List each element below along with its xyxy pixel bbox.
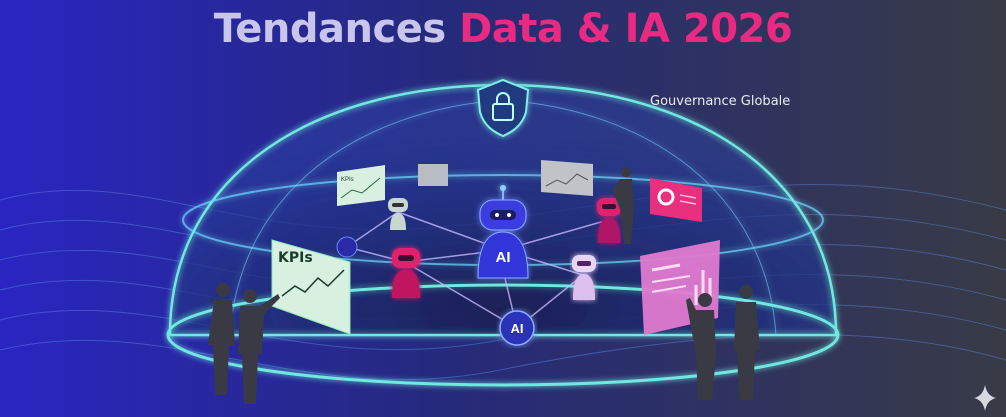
kpi-panel-small: KPIs bbox=[337, 165, 385, 206]
ai-main-label: AI bbox=[496, 249, 511, 266]
robot-icon: AI bbox=[477, 185, 529, 279]
robot-icon bbox=[392, 248, 420, 298]
sparkle-icon bbox=[974, 385, 996, 411]
title-part2: Data & IA 2026 bbox=[459, 6, 793, 52]
line-chart-panel bbox=[541, 160, 593, 196]
governance-label: Gouvernance Globale bbox=[650, 94, 791, 109]
robot-icon bbox=[572, 255, 596, 300]
lock-shield-icon bbox=[476, 78, 530, 138]
ai-node-label: AI bbox=[511, 321, 524, 336]
kpi-large-label: KPIs bbox=[278, 250, 313, 266]
people-right bbox=[612, 167, 760, 400]
robot-icon bbox=[388, 198, 408, 230]
kpi-panel-large: KPIs bbox=[271, 239, 351, 335]
people-left bbox=[208, 283, 280, 404]
network-node bbox=[336, 236, 358, 258]
robot-icon bbox=[597, 198, 621, 243]
donut-card bbox=[650, 178, 702, 222]
title-part1: Tendances bbox=[213, 6, 446, 52]
ai-node: AI bbox=[499, 310, 535, 346]
page-title: Tendances Data & IA 2026 bbox=[0, 6, 1006, 52]
kpi-small-label: KPIs bbox=[341, 177, 354, 183]
bar-chart-panel bbox=[418, 164, 448, 186]
